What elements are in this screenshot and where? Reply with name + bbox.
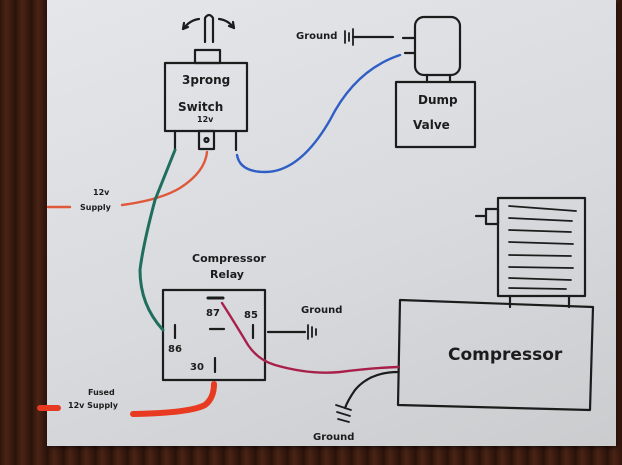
relay-pin-86: 86 <box>168 344 182 355</box>
wire-12v-supply <box>46 150 209 209</box>
switch-toggle-lever <box>203 13 215 44</box>
ground-symbol-icon <box>335 404 352 423</box>
compressor-tank <box>496 196 587 298</box>
compressor-relay: Compressor Relay 87 85 86 30 Ground <box>161 252 342 382</box>
fused-supply-label-line1: Fused <box>88 388 115 397</box>
compressor-label: Compressor <box>448 345 563 365</box>
compressor-cooling-fins <box>508 205 577 290</box>
dump-valve-label-line2: Valve <box>413 118 450 132</box>
wire-switch-to-relay <box>138 148 177 332</box>
switch: 3prong Switch 12v <box>163 13 249 152</box>
relay-pin-85: 85 <box>244 310 258 321</box>
supply-12v-label-line1: 12v <box>93 188 110 197</box>
compressor-ground-label: Ground <box>313 432 354 443</box>
relay-pin-87: 87 <box>206 308 220 319</box>
switch-label-line1: 3prong <box>182 73 230 87</box>
switch-prong-center <box>197 129 216 151</box>
compressor-tank-port <box>484 207 500 226</box>
relay-pin-30: 30 <box>190 362 204 373</box>
switch-collar <box>193 48 222 65</box>
wire-switch-to-dump-valve <box>235 53 402 174</box>
wire-relay-to-compressor <box>220 301 400 374</box>
relay-title-line1: Compressor <box>192 252 267 265</box>
dump-valve-label-line1: Dump <box>418 93 458 107</box>
switch-label-line2: Switch <box>178 100 223 114</box>
compressor-ground-wire <box>343 370 400 410</box>
relay-title-line2: Relay <box>210 268 244 281</box>
wire-fused-supply <box>37 381 217 417</box>
ground-symbol-icon <box>344 28 354 46</box>
ground-symbol-icon <box>307 324 317 340</box>
compressor-body <box>396 298 595 412</box>
relay-body <box>161 288 267 382</box>
fused-supply-label-line2: 12v Supply <box>68 401 119 410</box>
relay-ground-label: Ground <box>301 305 342 316</box>
dump-valve-ground-label: Ground <box>296 31 337 42</box>
dump-valve-body <box>394 80 477 149</box>
dump-valve: Dump Valve Ground <box>296 15 477 149</box>
compressor: Compressor Ground <box>313 196 595 443</box>
switch-label-line3: 12v <box>197 115 214 124</box>
dump-valve-solenoid <box>413 15 462 77</box>
supply-12v-label-line2: Supply <box>80 203 112 212</box>
